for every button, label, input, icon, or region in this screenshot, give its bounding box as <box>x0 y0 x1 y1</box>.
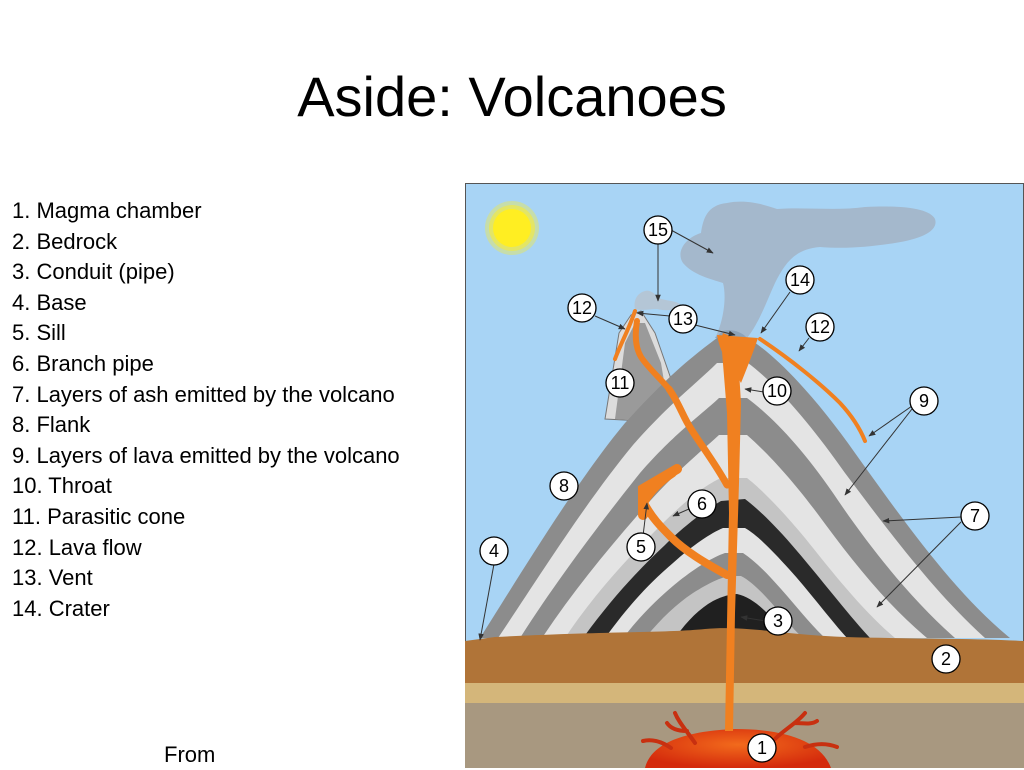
magma-chamber <box>641 711 839 768</box>
svg-text:15: 15 <box>648 220 668 240</box>
legend-item: 2. Bedrock <box>12 228 118 254</box>
callout-11: 11 <box>605 368 635 398</box>
legend-item: 8. Flank <box>12 412 91 438</box>
svg-text:6: 6 <box>697 494 707 514</box>
branch-pipes <box>632 318 731 579</box>
volcano-diagram: 15 14 12 13 12 11 10 9 8 6 7 5 4 3 2 1 <box>465 183 1024 768</box>
svg-text:8: 8 <box>559 476 569 496</box>
callout-3: 3 <box>763 606 793 636</box>
svg-text:1: 1 <box>757 738 767 758</box>
callout-10: 10 <box>762 376 792 406</box>
sun-icon <box>485 201 539 255</box>
legend-item: 7. Layers of ash emitted by the volcano <box>12 381 395 407</box>
callout-4: 4 <box>479 536 509 566</box>
legend-list: 1. Magma chamber 2. Bedrock 3. Conduit (… <box>12 196 400 624</box>
legend-item: 6. Branch pipe <box>12 350 154 376</box>
svg-text:12: 12 <box>810 317 830 337</box>
callout-5: 5 <box>626 532 656 562</box>
callout-12-left: 12 <box>567 293 597 323</box>
callout-7: 7 <box>960 501 990 531</box>
svg-text:4: 4 <box>489 541 499 561</box>
legend-item: 9. Layers of lava emitted by the volcano <box>12 442 400 468</box>
callout-12-right: 12 <box>805 312 835 342</box>
callout-9: 9 <box>909 386 939 416</box>
svg-text:7: 7 <box>970 506 980 526</box>
conduit <box>721 333 741 731</box>
callout-14: 14 <box>785 265 815 295</box>
legend-item: 11. Parasitic cone <box>12 503 186 529</box>
callout-2: 2 <box>931 644 961 674</box>
svg-text:10: 10 <box>767 381 787 401</box>
svg-text:13: 13 <box>673 309 693 329</box>
svg-text:5: 5 <box>636 537 646 557</box>
page-title: Aside: Volcanoes <box>297 65 727 128</box>
svg-text:11: 11 <box>611 373 630 393</box>
svg-text:9: 9 <box>919 391 929 411</box>
legend-item: 4. Base <box>12 289 87 315</box>
callout-15: 15 <box>643 215 673 245</box>
legend-item: 1. Magma chamber <box>12 198 202 223</box>
callout-6: 6 <box>687 489 717 519</box>
callout-13: 13 <box>668 304 698 334</box>
legend-item: 5. Sill <box>12 320 66 346</box>
legend-item: 3. Conduit (pipe) <box>12 259 175 285</box>
callout-8: 8 <box>549 471 579 501</box>
lava-flows <box>613 309 867 443</box>
legend-item: 12. Lava flow <box>12 534 142 560</box>
source-label: From <box>164 742 216 767</box>
legend-item: 13. Vent <box>12 565 93 591</box>
svg-text:12: 12 <box>572 298 592 318</box>
legend-item: 14. Crater <box>12 595 110 621</box>
callout-1: 1 <box>747 733 777 763</box>
legend-item: 10. Throat <box>12 473 112 499</box>
svg-text:3: 3 <box>773 611 783 631</box>
leader-lines <box>478 229 962 641</box>
svg-text:14: 14 <box>790 270 810 290</box>
svg-text:2: 2 <box>941 649 951 669</box>
